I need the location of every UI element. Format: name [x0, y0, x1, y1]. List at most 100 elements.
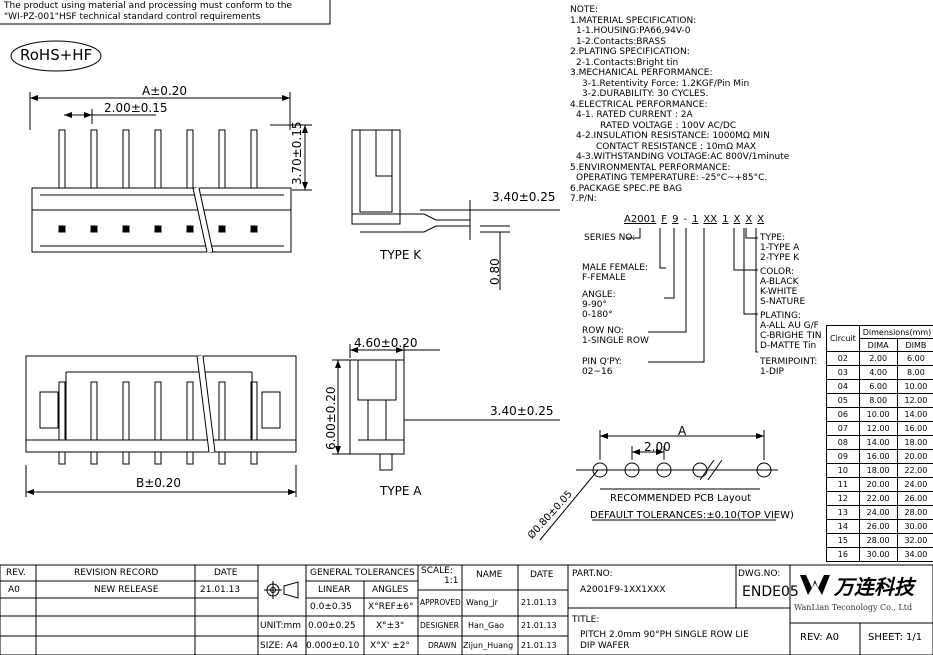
rev-header: REV. — [6, 568, 26, 578]
dim-340-k-label: 3.40±0.25 — [492, 190, 556, 204]
angles-header: ANGLES — [372, 585, 409, 595]
dimb-cell: 8.00 — [896, 365, 933, 380]
front-pin-tail — [58, 451, 66, 465]
dwg-no-header: DWG.NO: — [738, 569, 781, 579]
pcb-hole — [592, 462, 608, 478]
release-date: 21.01.13 — [200, 585, 241, 595]
pn-code-segment: 9 — [672, 214, 679, 225]
company-logo — [800, 575, 830, 595]
pn-single-row: 1-SINGLE ROW — [582, 336, 649, 346]
part-no-header: PART.NO: — [572, 569, 613, 579]
revision-record-header: REVISION RECORD — [74, 568, 159, 578]
dima-cell: 18.00 — [858, 463, 898, 478]
dimb-cell: 16.00 — [896, 421, 933, 436]
dim-a-label: A±0.20 — [142, 84, 187, 98]
pn-angle-180: 0-180° — [582, 310, 613, 320]
front-pin-tail — [218, 451, 226, 465]
title-line-1: PITCH 2.0mm 90°PH SINGLE ROW LIE — [580, 630, 749, 640]
title-block-grid — [0, 564, 933, 655]
note-line: 6.PACKAGE SPEC.PE BAG — [570, 183, 683, 194]
drawn-date: 21.01.13 — [521, 641, 557, 650]
designer-date: 21.01.13 — [521, 621, 557, 630]
pn-leaders — [626, 228, 758, 363]
dima-cell: 2.00 — [858, 351, 898, 366]
note-line: 2-1.Contacts:Bright tin — [576, 57, 679, 68]
circuit-cell: 06 — [826, 407, 860, 422]
dima-cell: 20.00 — [858, 477, 898, 492]
type-a-label: TYPE A — [380, 484, 422, 498]
name-header: NAME — [476, 570, 503, 580]
circuit-cell: 02 — [826, 351, 860, 366]
pn-type-k: 2-TYPE K — [760, 253, 800, 263]
pn-dip: 1-DIP — [760, 367, 784, 377]
circuit-cell: 03 — [826, 365, 860, 380]
dimb-cell: 14.00 — [896, 407, 933, 422]
circuit-cell: 09 — [826, 449, 860, 464]
linear-header: LINEAR — [318, 585, 351, 595]
dwg-no-value: ENDE05 — [742, 584, 799, 600]
pcb-hole — [756, 462, 772, 478]
note-line: 1-2.Contacts:BRASS — [576, 36, 666, 47]
front-pin-tail — [90, 451, 98, 465]
date-header-2: DATE — [530, 570, 554, 580]
dima-cell: 24.00 — [858, 505, 898, 520]
dimb-cell: 20.00 — [896, 449, 933, 464]
front-pin-tail — [122, 451, 130, 465]
pcb-caption: RECOMMENDED PCB Layout — [610, 493, 752, 504]
rohs-oval — [10, 40, 102, 72]
pn-pin-qty: PIN Q'PY: — [582, 357, 622, 367]
top-pin — [250, 129, 258, 189]
type-k-label: TYPE K — [380, 248, 422, 262]
dima-cell: 4.00 — [858, 365, 898, 380]
unit-label: UNIT:mm — [260, 621, 302, 631]
dima-cell: 8.00 — [858, 393, 898, 408]
approved-date: 21.01.13 — [521, 598, 557, 607]
part-no-value: A2001F9-1XX1XXX — [580, 585, 666, 595]
dimb-cell: 12.00 — [896, 393, 933, 408]
dimb-cell: 22.00 — [896, 463, 933, 478]
pn-code-segment: X — [757, 214, 765, 225]
pn-type: TYPE: — [760, 233, 786, 243]
default-tolerance: DEFAULT TOLERANCES:±0.10(TOP VIEW) — [590, 510, 794, 521]
circuit-cell: 10 — [826, 463, 860, 478]
top-pin — [58, 129, 66, 189]
top-pin — [90, 129, 98, 189]
company-name-cn: 万连科技 — [834, 575, 914, 599]
top-pin-square — [154, 225, 162, 233]
note-line: 4.ELECTRICAL PERFORMANCE: — [570, 99, 708, 110]
angle-tol-3: X°X' ±2° — [370, 641, 410, 651]
dima-cell: 6.00 — [858, 379, 898, 394]
dimb-cell: 28.00 — [896, 505, 933, 520]
front-pin-tail — [250, 451, 258, 465]
circuit-cell: 07 — [826, 421, 860, 436]
dima-cell: 14.00 — [858, 435, 898, 450]
dim-600-label: 6.00±0.20 — [324, 386, 338, 451]
front-pin — [250, 381, 258, 441]
top-pin-square — [122, 225, 130, 233]
approved-label: APPROVED — [420, 598, 461, 607]
note-line: NOTE: — [570, 5, 599, 15]
pn-code-segment: XX — [703, 214, 718, 225]
rohs-label: RoHS+HF — [20, 46, 93, 64]
top-pin-square — [218, 225, 226, 233]
note-line: 5.ENVIRONMENTAL PERFORMANCE: — [570, 162, 731, 173]
dimb-cell: 6.00 — [896, 351, 933, 366]
pn-series-label: SERIES NO: — [584, 233, 636, 243]
top-pin — [154, 129, 162, 189]
pn-color: COLOR: — [760, 267, 795, 277]
front-pin — [218, 381, 226, 441]
dima-cell: 12.00 — [858, 421, 898, 436]
note-line: RATED VOLTAGE : 100V AC/DC — [600, 120, 737, 131]
pn-angle: ANGLE: — [582, 290, 616, 300]
front-pin — [154, 381, 162, 441]
pn-white: K-WHITE — [760, 287, 798, 297]
